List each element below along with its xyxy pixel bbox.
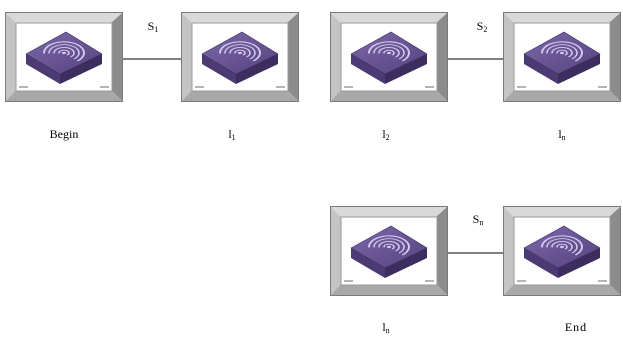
node-label-end: End xyxy=(564,320,588,334)
router-device-icon xyxy=(25,31,103,84)
node-label-ln-top: ln xyxy=(558,127,566,142)
node-l2 xyxy=(330,12,448,102)
router-device-icon xyxy=(350,225,428,278)
node-label-ln-bottom: ln xyxy=(382,320,390,335)
node-ln-bottom xyxy=(330,206,448,296)
node-l1 xyxy=(181,12,299,102)
router-device-icon xyxy=(523,31,601,84)
router-device-icon xyxy=(201,31,279,84)
link-label-s2: S2 xyxy=(476,19,488,34)
node-end xyxy=(503,206,621,296)
router-device-icon xyxy=(350,31,428,84)
node-label-l1: l1 xyxy=(228,127,236,142)
link-label-s1: S1 xyxy=(147,19,159,34)
link-label-sn: Sn xyxy=(472,212,484,227)
node-label-l2: l2 xyxy=(382,127,390,142)
node-ln-top xyxy=(503,12,621,102)
node-label-begin: Begin xyxy=(49,127,79,141)
router-device-icon xyxy=(523,225,601,278)
node-begin xyxy=(5,12,123,102)
